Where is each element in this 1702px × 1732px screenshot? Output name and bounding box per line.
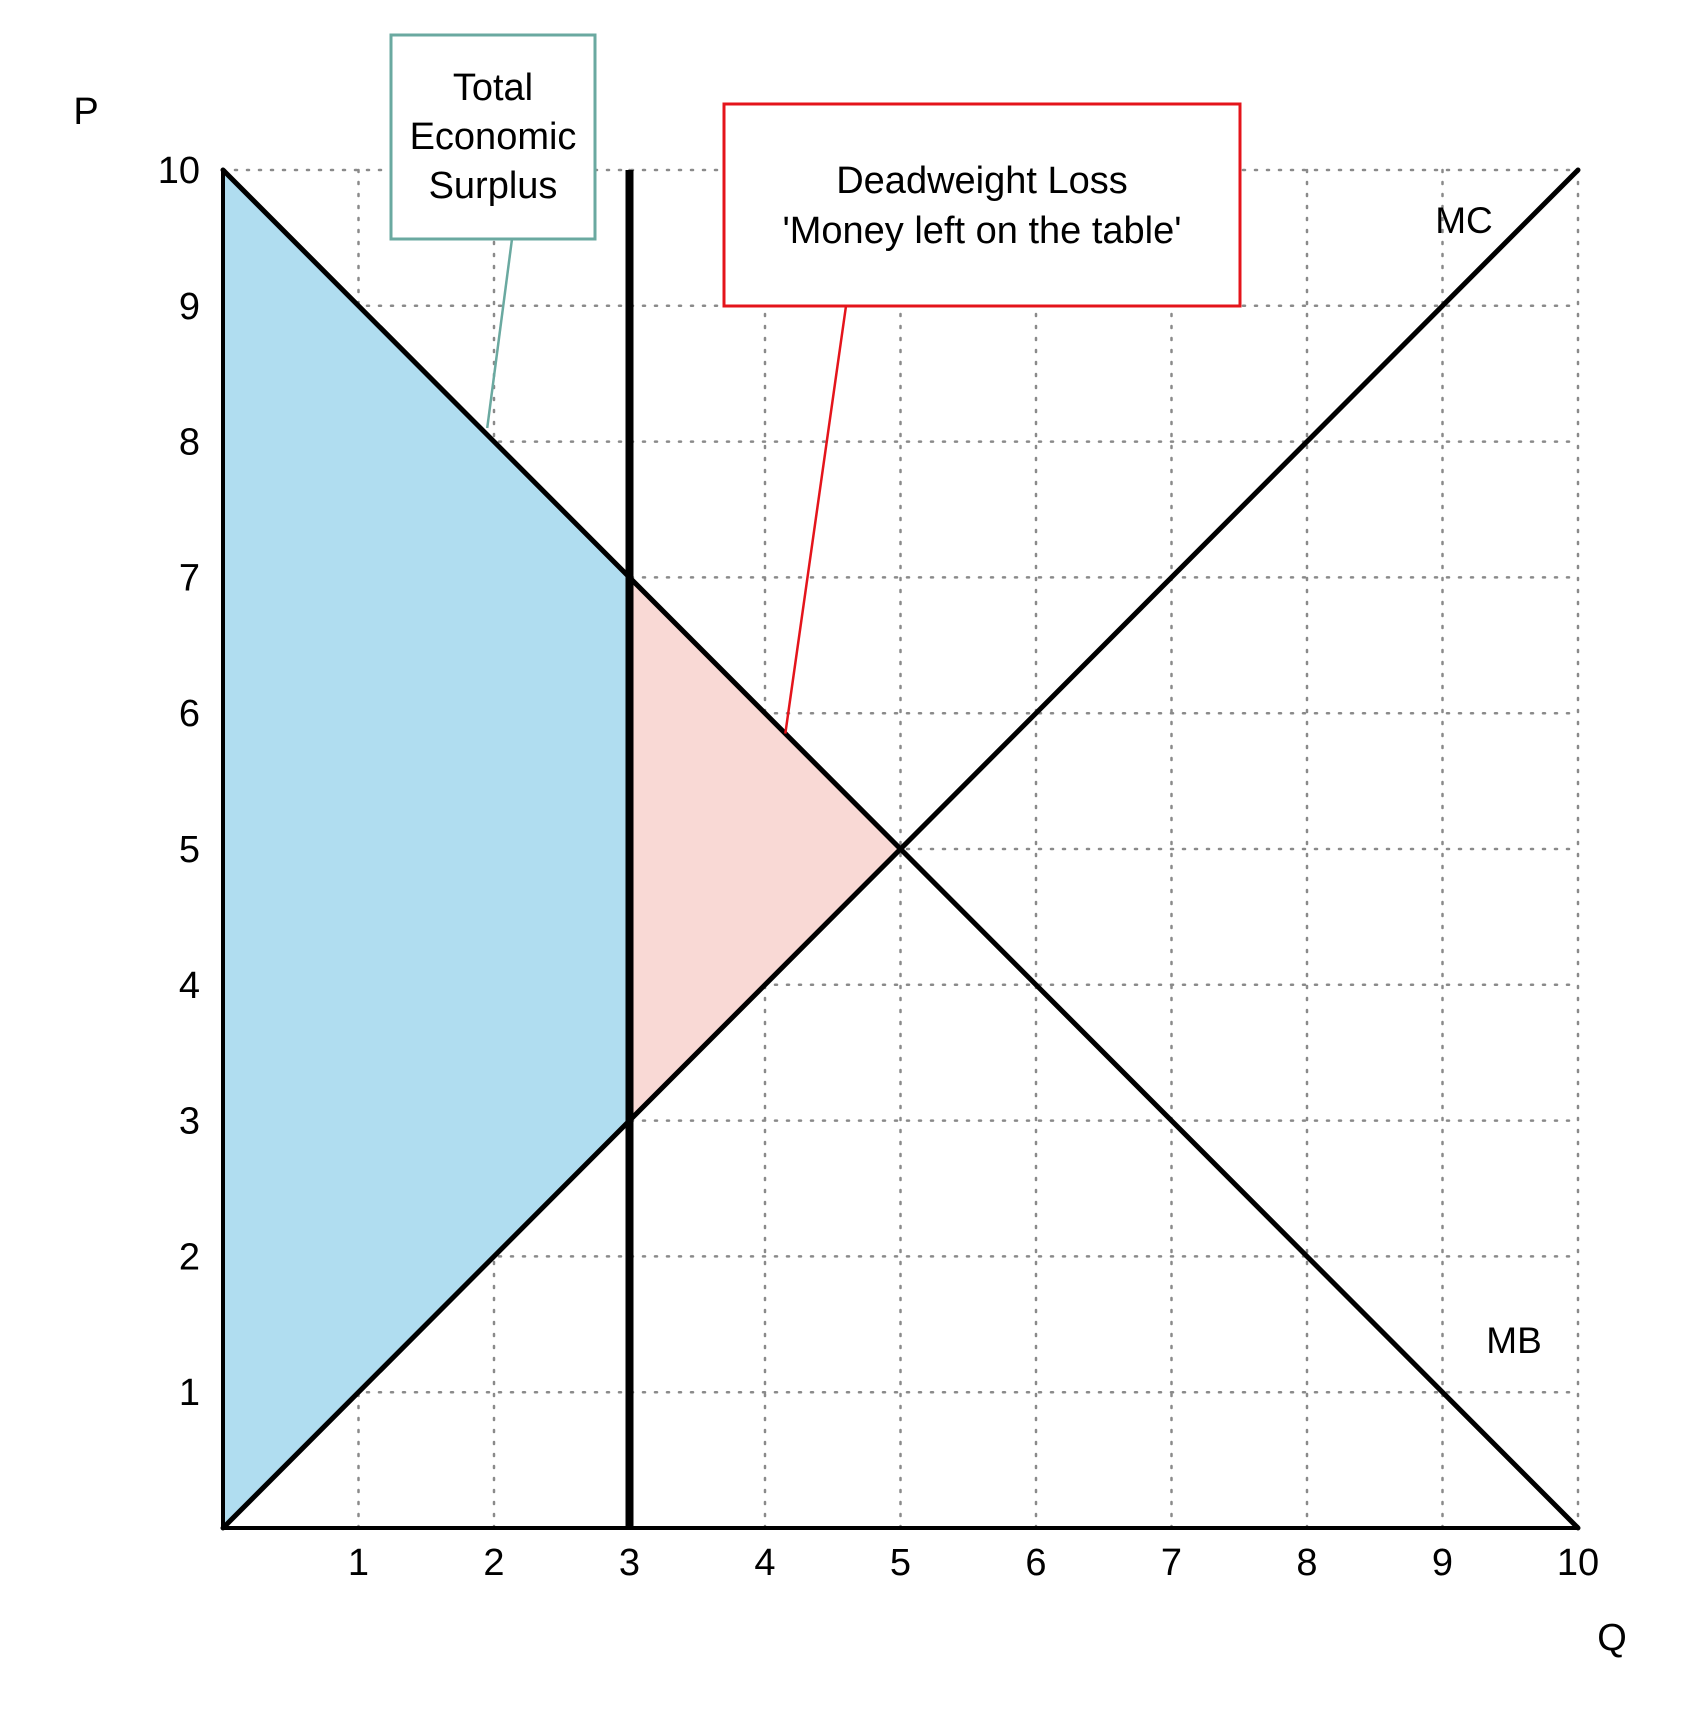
surplus-callout-line-2: Economic <box>410 116 577 158</box>
x-tick-label-9: 9 <box>1432 1542 1453 1584</box>
deadweight-callout-box <box>722 102 1242 308</box>
x-tick-label-3: 3 <box>619 1542 640 1584</box>
x-tick-label-5: 5 <box>890 1542 911 1584</box>
deadweight-callout-line-2: 'Money left on the table' <box>783 210 1182 252</box>
mb-curve-label: MB <box>1486 1320 1542 1361</box>
x-tick-label-7: 7 <box>1161 1542 1182 1584</box>
deadweight-callout-leader <box>784 305 848 734</box>
tick-labels: 1 2 3 4 5 6 7 8 9 10 1 2 3 4 5 6 7 8 9 10 <box>158 150 1599 1584</box>
y-tick-label-3: 3 <box>179 1101 200 1143</box>
y-tick-label-9: 9 <box>179 286 200 328</box>
annotations: Total Economic Surplus Deadweight Loss '… <box>389 33 1242 734</box>
y-tick-label-2: 2 <box>179 1236 200 1278</box>
deadweight-loss-region <box>628 574 902 1124</box>
x-tick-label-6: 6 <box>1025 1542 1046 1584</box>
y-tick-label-5: 5 <box>179 829 200 871</box>
x-tick-label-8: 8 <box>1296 1542 1317 1584</box>
y-tick-label-10: 10 <box>158 150 200 192</box>
y-tick-label-7: 7 <box>179 557 200 599</box>
surplus-callout-line-3: Surplus <box>429 165 558 207</box>
x-tick-label-2: 2 <box>483 1542 504 1584</box>
x-tick-label-1: 1 <box>348 1542 369 1584</box>
mb-curve <box>220 167 1581 1531</box>
surplus-callout-line-1: Total <box>453 67 533 109</box>
x-tick-label-4: 4 <box>754 1542 775 1584</box>
mc-curve-label: MC <box>1435 200 1493 241</box>
y-axis-title: P <box>73 91 98 133</box>
x-axis-title: Q <box>1597 1617 1627 1659</box>
grid <box>221 168 1580 1530</box>
y-tick-label-1: 1 <box>179 1372 200 1414</box>
shaded-regions <box>222 167 902 1531</box>
y-tick-label-6: 6 <box>179 693 200 735</box>
y-tick-label-4: 4 <box>179 965 200 1007</box>
axes <box>221 170 1578 1530</box>
deadweight-callout-line-1: Deadweight Loss <box>836 160 1128 202</box>
surplus-callout-leader <box>485 238 514 429</box>
x-tick-label-10: 10 <box>1557 1542 1599 1584</box>
surplus-callout-box <box>389 33 597 241</box>
y-tick-label-8: 8 <box>179 422 200 464</box>
curves <box>220 167 1581 1531</box>
